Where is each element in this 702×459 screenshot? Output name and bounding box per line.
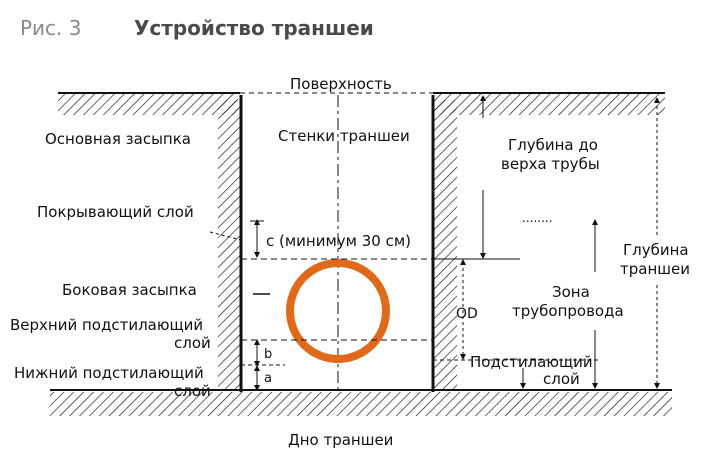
label-upper-bedding-line2: слой <box>174 334 211 352</box>
label-dots: ........ <box>522 211 553 225</box>
ground-hatch-left-top <box>58 93 238 115</box>
wall-hatch-right <box>433 100 457 390</box>
label-pipe-zone-line1: Зона <box>552 283 590 301</box>
label-trench-depth-line1: Глубина <box>623 241 689 259</box>
bottom-hatch <box>50 392 672 416</box>
label-covering-layer: Покрывающий слой <box>37 203 194 221</box>
label-main-backfill: Основная засыпка <box>45 130 191 148</box>
label-surface: Поверхность <box>290 75 392 93</box>
pipe <box>286 259 390 363</box>
figure-number: Рис. 3 <box>20 16 82 40</box>
label-upper-bedding-line1: Верхний подстилающий <box>10 316 203 334</box>
label-trench-bottom: Дно траншеи <box>288 431 393 449</box>
label-side-backfill: Боковая засыпка <box>62 281 197 299</box>
figure-title: Устройство траншеи <box>134 16 374 40</box>
label-od: OD <box>456 306 478 322</box>
label-lower-bedding-line1: Нижний подстилающий <box>14 364 204 382</box>
label-depth-to-top-line1: Глубина до <box>508 136 598 154</box>
label-trench-depth-line2: траншеи <box>620 260 690 278</box>
label-bedding-line2: слой <box>543 370 580 388</box>
label-min-cover: c (минимум 30 см) <box>266 232 411 250</box>
cover-bracket-left <box>209 231 242 241</box>
label-bedding-line1: Подстилающий <box>470 353 593 371</box>
label-dim-b: b <box>264 347 272 362</box>
label-pipe-zone-line2: трубопровода <box>512 302 624 320</box>
label-lower-bedding-line2: слой <box>174 382 211 400</box>
wall-hatch-left <box>218 100 242 390</box>
figure-header: Рис. 3 Устройство траншеи <box>20 16 374 48</box>
ground-hatch-right-top <box>433 93 665 115</box>
label-dim-a: a <box>264 371 272 386</box>
label-trench-walls: Стенки траншеи <box>278 127 410 145</box>
label-depth-to-top-line2: верха трубы <box>501 155 600 173</box>
